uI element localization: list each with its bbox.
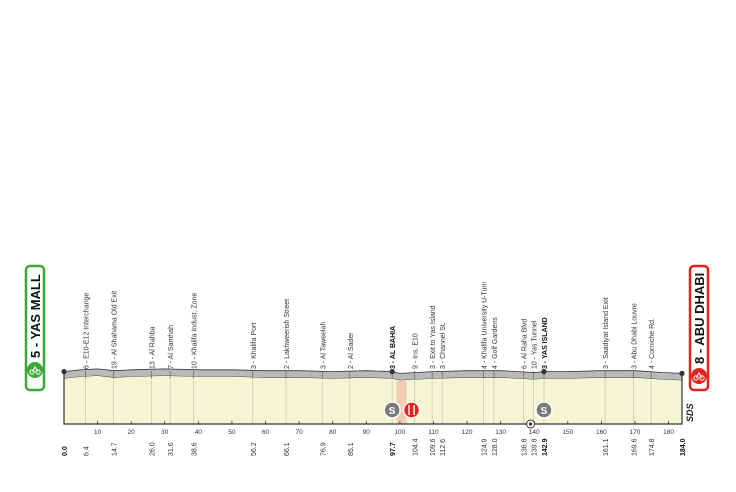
scale-tick-label: 170 — [630, 429, 641, 436]
scale-tick-label: 10 — [94, 429, 102, 436]
profile-point — [541, 369, 547, 375]
km-marker-labels: 0.0 6.4 14.7 26.0 31.6 38.6 56.2 66.1 76.9 85.1 97… — [62, 438, 687, 456]
scale-tick-label: 160 — [596, 429, 607, 436]
landmark-label: 19 - Al Shahama Old Exit — [111, 291, 118, 369]
scale-tick-label: 140 — [529, 429, 540, 436]
scale-tick-label: 150 — [562, 429, 573, 436]
race-logo: SDS — [685, 403, 695, 422]
km-marker-label: 109.6 — [430, 438, 437, 456]
scale-tick-label: 90 — [363, 429, 371, 436]
start-badge-frame — [24, 264, 46, 392]
km-marker-label: 76.9 — [320, 442, 327, 456]
base-line — [63, 371, 683, 425]
elevation-profile — [63, 368, 683, 425]
scale-tick-label: 20 — [128, 429, 136, 436]
landmark-labels: 6 - E10-E12 Interchange 19 - Al Shahama O… — [83, 281, 656, 369]
scale-tick-label: 80 — [329, 429, 337, 436]
landmark-label: 3 - Abu Dhabi Louvre — [632, 303, 639, 369]
km-marker-label: 31.6 — [168, 442, 175, 456]
finish-badge: 8 - ABU DHABI — [688, 264, 710, 392]
landmark-label: 9 - Ins. E10 — [413, 333, 420, 369]
scale-tick-label: 130 — [495, 429, 506, 436]
landmark-label: 3 - Khalifa Port — [251, 323, 258, 369]
finish-bike-glyph-icon — [693, 372, 705, 381]
landmark-label: 6 - Al Raha Blvd — [521, 319, 528, 369]
finish-label: 8 - ABU DHABI — [692, 273, 707, 364]
start-bike-icon — [27, 362, 43, 378]
finish-bike-icon — [691, 368, 707, 384]
km-marker-label: 66.1 — [284, 442, 291, 456]
landmark-label: 7 - Al Samhah — [168, 325, 175, 369]
km-marker-label: 85.1 — [348, 442, 355, 456]
landmark-label: 3 - AL BAHIA — [390, 326, 397, 369]
km-marker-label: 0.0 — [62, 446, 69, 456]
profile-area — [64, 375, 682, 424]
bike-glyph-icon — [29, 366, 41, 375]
km-scale: 10 20 30 40 50 60 70 80 90 100 110 120 130 140 150 160 1… — [94, 421, 674, 436]
start-badge: 5 - YAS MALL — [24, 264, 46, 392]
scale-tick-label: 50 — [228, 429, 236, 436]
tunnel-icon — [526, 419, 536, 429]
km-marker-label: 104.4 — [413, 438, 420, 456]
finish-badge-frame — [688, 264, 710, 392]
km-marker-label: 169.6 — [632, 438, 639, 456]
profile-point — [61, 369, 67, 375]
landmark-label: 2 - Al Sader — [348, 332, 355, 369]
landmark-label: 10 - Yas Tunnel — [532, 320, 539, 369]
landmark-label: 2 - Lakhweerish Street — [284, 299, 291, 369]
km-marker-label: 14.7 — [111, 442, 118, 456]
profile-point — [389, 369, 395, 375]
landmark-label: 4 - Golf Gardens — [492, 317, 499, 369]
km-marker-label: 161.1 — [603, 438, 610, 456]
km-marker-label: 136.8 — [521, 438, 528, 456]
sprint-label: S — [389, 406, 396, 417]
scale-tick-label: 70 — [295, 429, 303, 436]
sprint-label: S — [541, 406, 548, 417]
km-marker-label: 38.6 — [192, 442, 199, 456]
scale-tick-label: 30 — [161, 429, 169, 436]
feed-zone-band — [396, 381, 407, 424]
km-marker-label: 26.0 — [149, 442, 156, 456]
scale-tick-label: 40 — [195, 429, 203, 436]
km-marker-label: 124.9 — [482, 438, 489, 456]
km-marker-label: 56.2 — [251, 442, 258, 456]
profile-point — [679, 370, 685, 376]
feed-zone-icon — [402, 401, 421, 419]
scale-tick-label: 180 — [663, 429, 674, 436]
landmark-label: 4 - Corniche Rd. — [649, 318, 656, 369]
landmark-label: 4 - Khalifa University U-Turn — [482, 281, 489, 369]
km-marker-label: 6.4 — [83, 446, 90, 456]
sprint-icon: S — [383, 401, 401, 419]
km-marker-label: 128.0 — [492, 438, 499, 456]
sprint-icon: S — [535, 401, 553, 419]
landmark-label: 13 - Al Rahba — [149, 326, 156, 369]
landmark-label: 3 - Al Taweelah — [320, 322, 327, 369]
km-marker-label: 139.8 — [532, 438, 539, 456]
landmark-label: 3 - YAS ISLAND — [542, 317, 549, 369]
landmark-label: 3 - Channel St. — [440, 322, 447, 369]
scale-tick-label: 120 — [462, 429, 473, 436]
scale-tick-label: 60 — [262, 429, 270, 436]
landmark-label: 10 - Khalifa Indust. Zone — [192, 293, 199, 369]
landmark-lines — [85, 371, 652, 424]
km-marker-label: 184.0 — [680, 438, 687, 456]
km-marker-label: 112.6 — [440, 439, 447, 456]
km-marker-label: 142.9 — [542, 438, 549, 456]
km-marker-label: 97.7 — [390, 442, 397, 456]
km-marker-label: 174.8 — [649, 438, 656, 456]
scale-tick-label: 110 — [428, 429, 439, 436]
landmark-label: 3 - Saadiyat Island Exit — [603, 297, 610, 369]
start-label: 5 - YAS MALL — [28, 274, 43, 358]
scale-tick-label: 100 — [394, 429, 405, 436]
landmark-label: 6 - E10-E12 Interchange — [83, 293, 90, 369]
landmark-label: 3 - Exit to Yas Island — [430, 305, 437, 369]
